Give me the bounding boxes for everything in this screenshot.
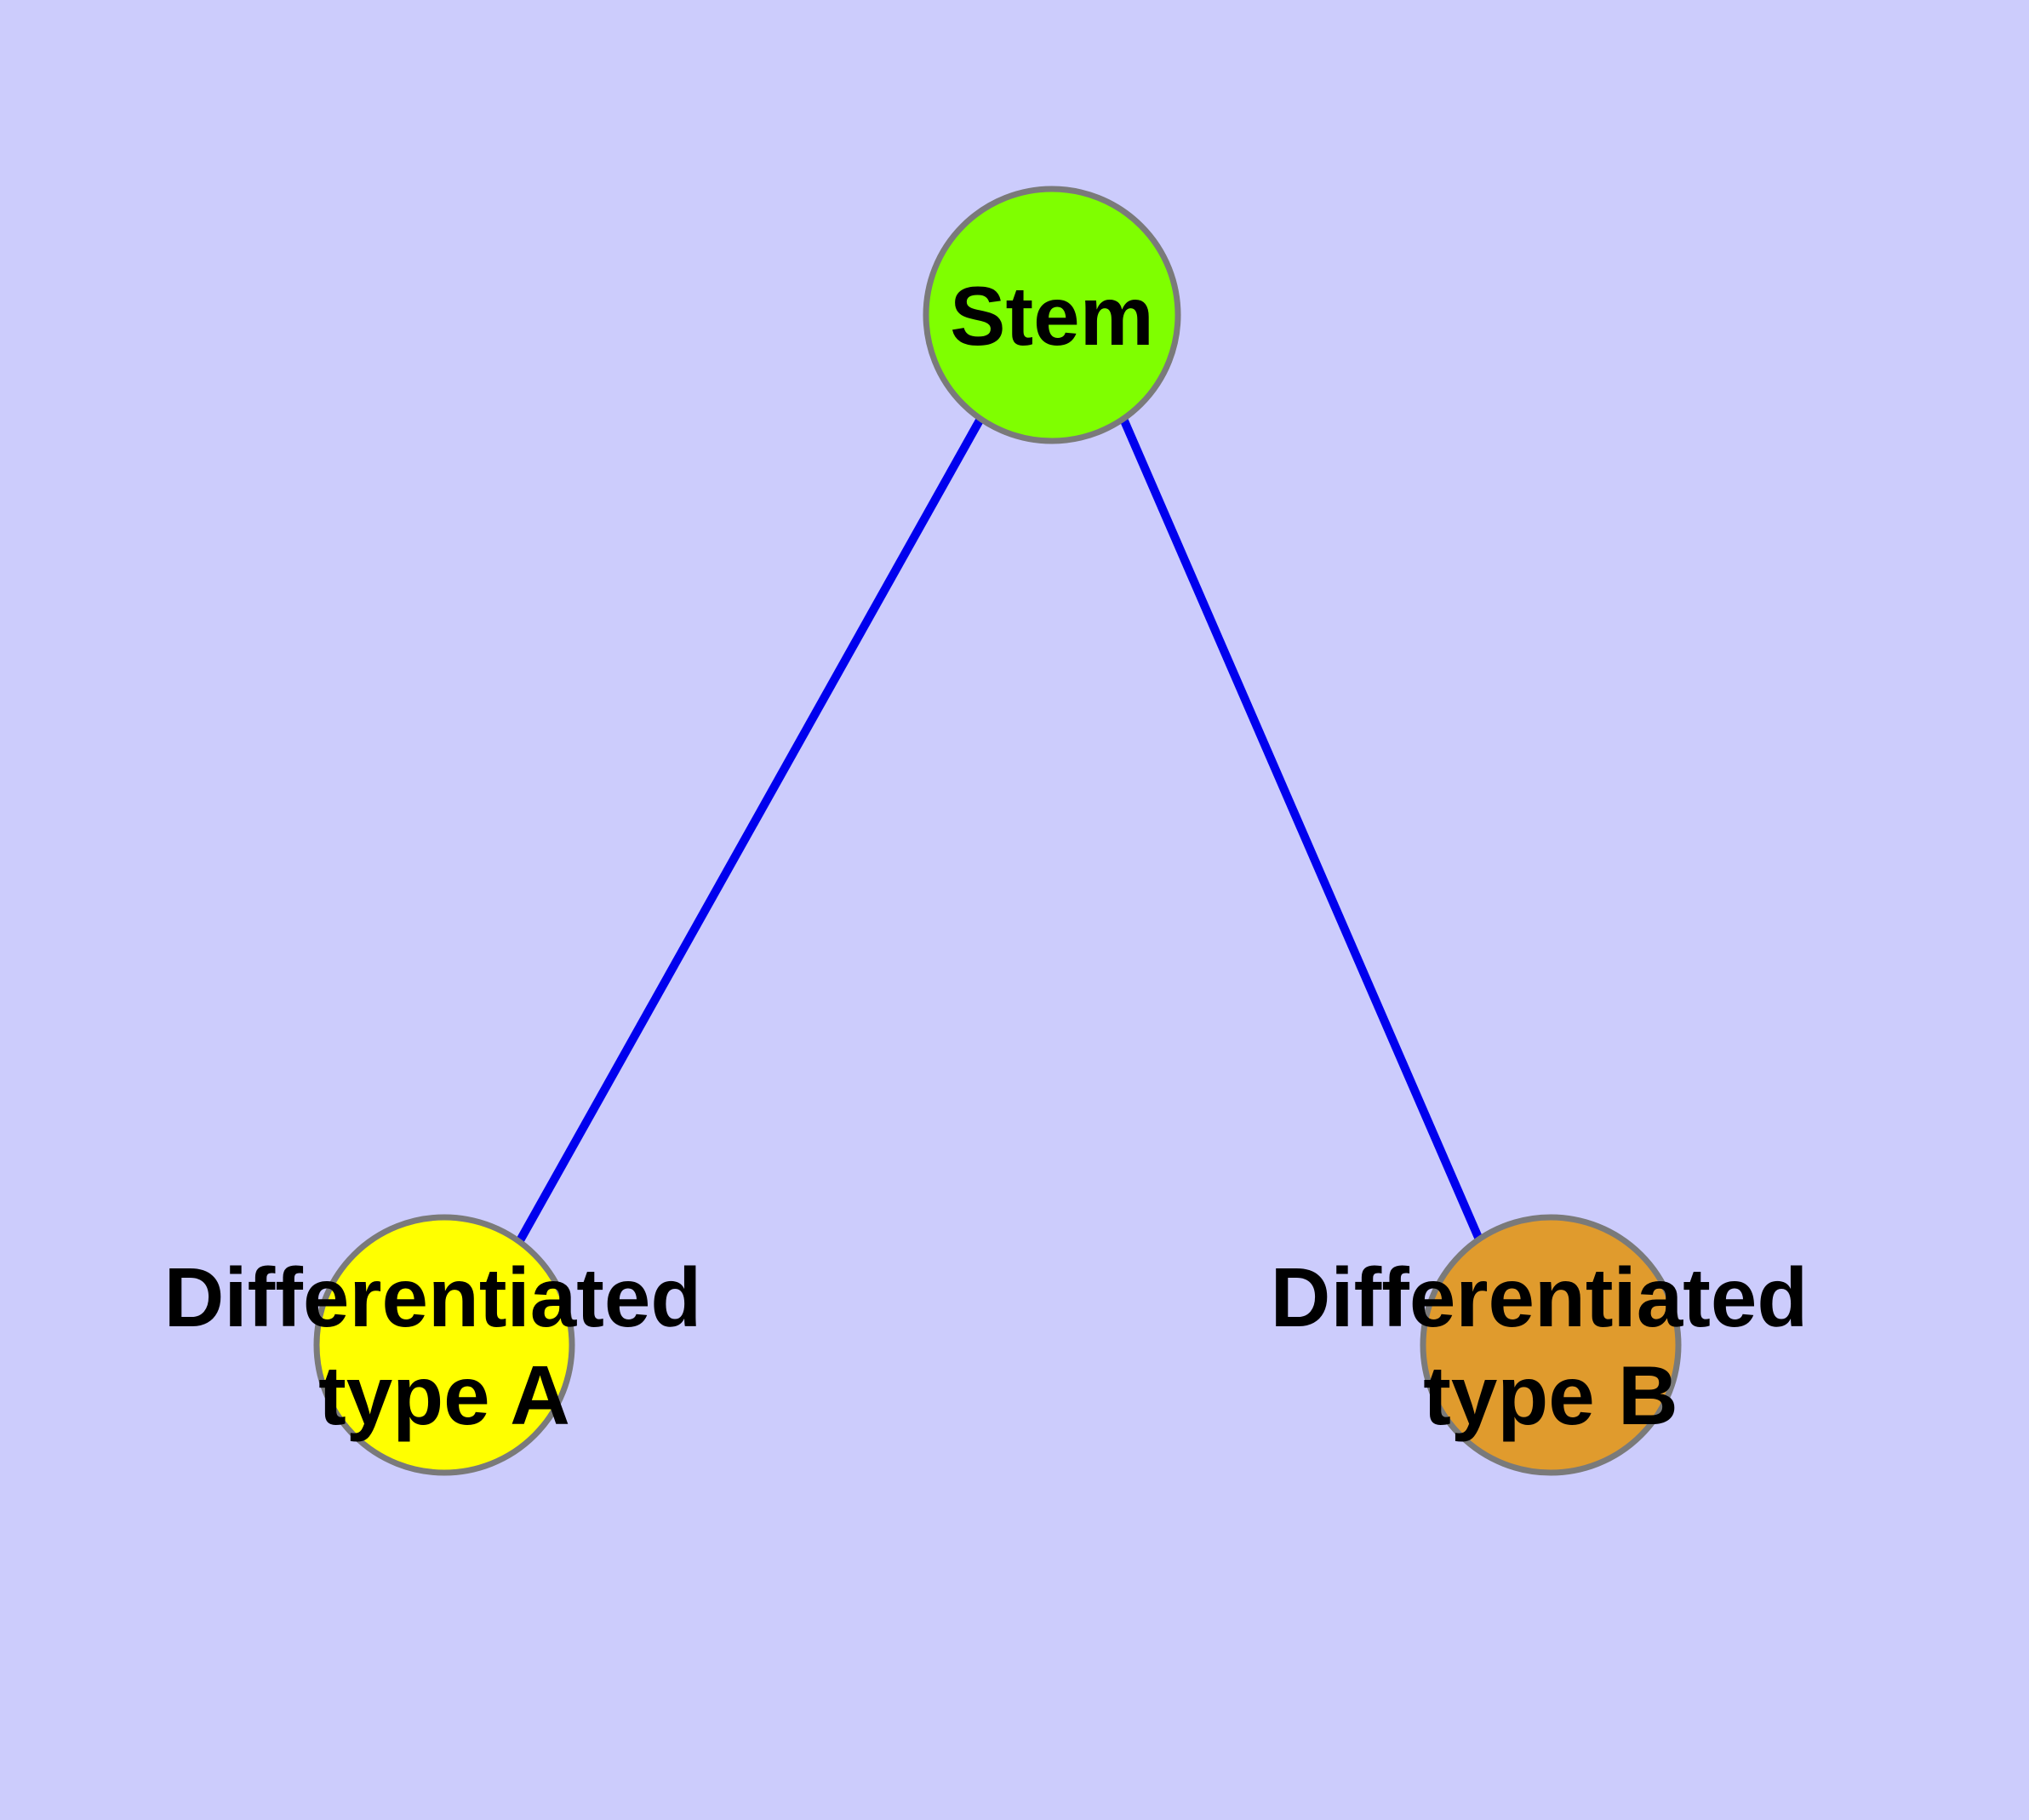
node-diff-b-label: Differentiated type B [1271, 1251, 1832, 1442]
node-stem-label: Stem [950, 269, 1154, 363]
node-stem[interactable]: Stem [923, 186, 1181, 444]
node-diff-a-label-line-1: Differentiated [164, 1251, 702, 1344]
edge-stem-to-diff-b[interactable] [1119, 417, 1483, 1241]
edge-stem-to-diff-a[interactable] [515, 416, 985, 1245]
node-diff-a-label: Differentiated type A [164, 1251, 725, 1442]
node-diff-b-label-line-1: Differentiated [1271, 1251, 1809, 1344]
node-stem-label-line-1: Stem [950, 269, 1154, 363]
edge-layer [515, 416, 1483, 1245]
node-stem-circle[interactable] [923, 186, 1181, 444]
node-layer: Stem Differentiated type A Differentiate… [164, 186, 1832, 1476]
node-diff-a-label-line-2: type A [318, 1348, 570, 1442]
node-diff-a-circle[interactable] [313, 1214, 575, 1476]
node-diff-b[interactable]: Differentiated type B [1271, 1214, 1832, 1476]
node-diff-b-label-line-2: type B [1423, 1348, 1678, 1442]
node-diff-a[interactable]: Differentiated type A [164, 1214, 725, 1476]
node-diff-b-circle[interactable] [1420, 1214, 1682, 1476]
